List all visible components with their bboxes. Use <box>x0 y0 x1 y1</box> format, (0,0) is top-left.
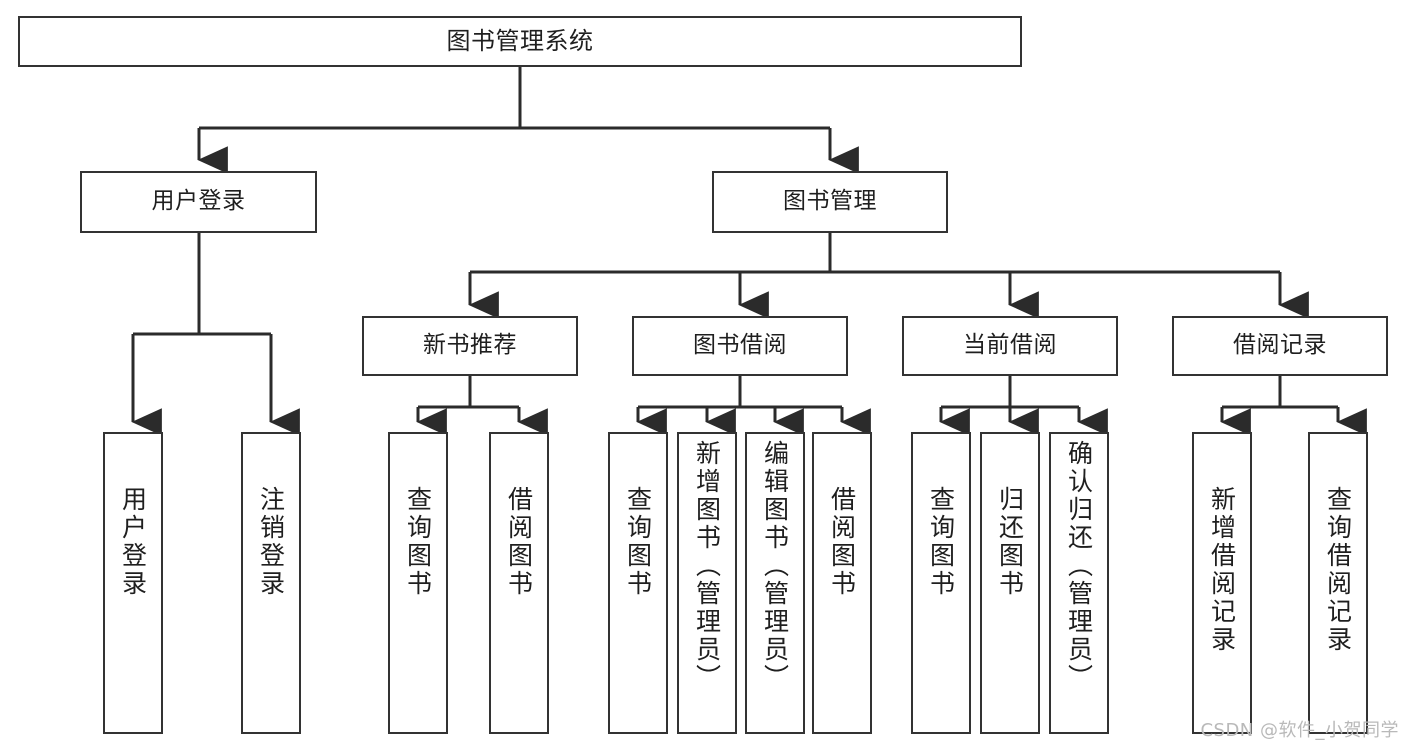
node-label: 图书借阅 <box>693 332 787 359</box>
node-current-borrow[interactable]: 当前借阅 <box>902 316 1118 376</box>
node-label: 借阅图书 <box>827 486 857 598</box>
leaf-user-login-signout[interactable]: 注销登录 <box>241 432 301 734</box>
node-label: 注销登录 <box>256 486 286 598</box>
node-label: 查询图书 <box>926 486 956 598</box>
node-label: 确认归还（管理员） <box>1064 440 1094 692</box>
watermark-text: CSDN @软件_小贺同学 <box>1200 720 1399 741</box>
leaf-book-borrow-add[interactable]: 新增图书（管理员） <box>677 432 737 734</box>
node-book-borrow[interactable]: 图书借阅 <box>632 316 848 376</box>
node-label: 用户登录 <box>151 188 246 215</box>
node-borrow-record[interactable]: 借阅记录 <box>1172 316 1388 376</box>
node-label: 借阅记录 <box>1233 332 1327 359</box>
node-root-system[interactable]: 图书管理系统 <box>18 16 1022 67</box>
node-label: 新书推荐 <box>423 332 517 359</box>
node-label: 图书管理系统 <box>446 27 594 56</box>
node-label: 归还图书 <box>995 486 1025 598</box>
leaf-book-borrow-query[interactable]: 查询图书 <box>608 432 668 734</box>
node-label: 借阅图书 <box>504 486 534 598</box>
node-label: 新增借阅记录 <box>1207 486 1237 654</box>
node-label: 编辑图书（管理员） <box>760 440 790 692</box>
node-label: 当前借阅 <box>963 332 1057 359</box>
leaf-user-login-signin[interactable]: 用户登录 <box>103 432 163 734</box>
node-label: 查询图书 <box>403 486 433 598</box>
leaf-current-borrow-return[interactable]: 归还图书 <box>980 432 1040 734</box>
node-label: 查询图书 <box>623 486 653 598</box>
leaf-borrow-record-query[interactable]: 查询借阅记录 <box>1308 432 1368 734</box>
node-label: 用户登录 <box>118 486 148 598</box>
node-label: 查询借阅记录 <box>1323 486 1353 654</box>
leaf-book-borrow-edit[interactable]: 编辑图书（管理员） <box>745 432 805 734</box>
leaf-new-book-query[interactable]: 查询图书 <box>388 432 448 734</box>
node-label: 新增图书（管理员） <box>692 440 722 692</box>
leaf-borrow-record-add[interactable]: 新增借阅记录 <box>1192 432 1252 734</box>
leaf-current-borrow-query[interactable]: 查询图书 <box>911 432 971 734</box>
node-book-management[interactable]: 图书管理 <box>712 171 948 233</box>
node-user-login[interactable]: 用户登录 <box>80 171 317 233</box>
node-label: 图书管理 <box>783 188 877 215</box>
leaf-current-borrow-confirm-return[interactable]: 确认归还（管理员） <box>1049 432 1109 734</box>
leaf-new-book-borrow[interactable]: 借阅图书 <box>489 432 549 734</box>
node-new-book-recommend[interactable]: 新书推荐 <box>362 316 578 376</box>
leaf-book-borrow-lend[interactable]: 借阅图书 <box>812 432 872 734</box>
